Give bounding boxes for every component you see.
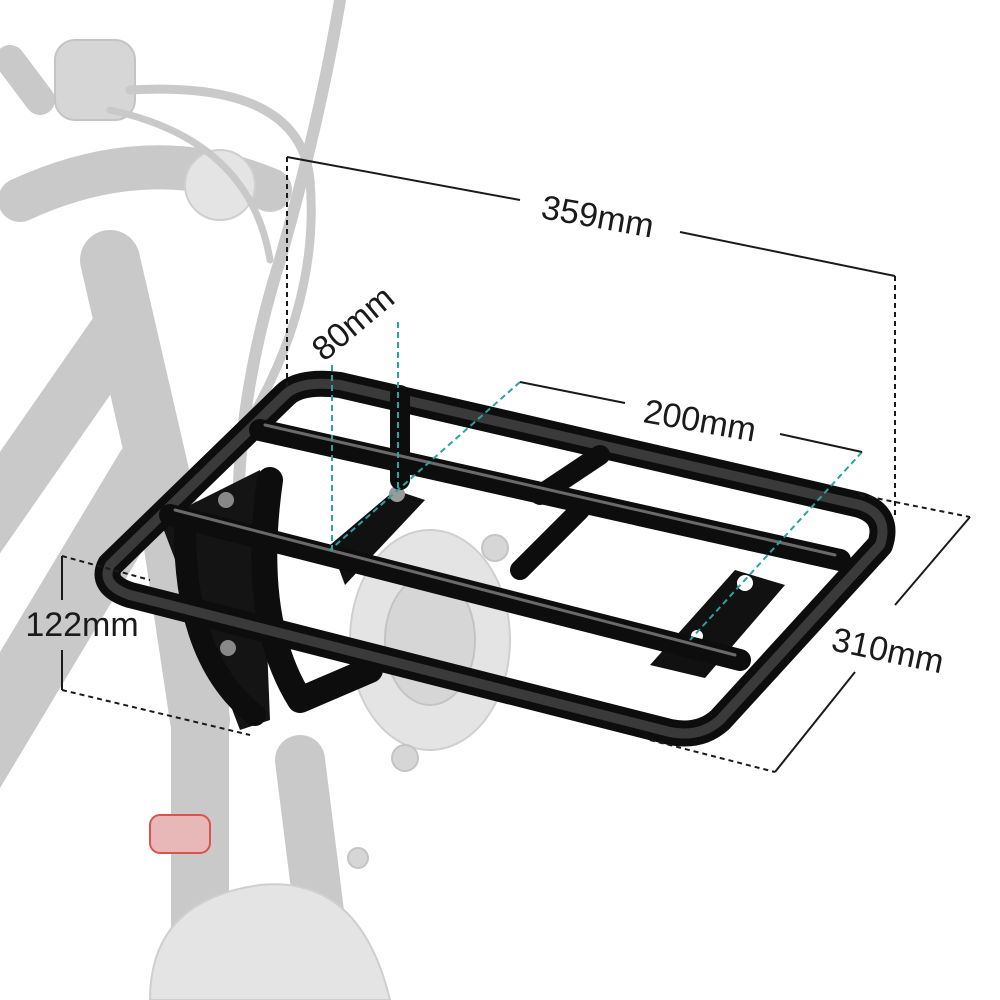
dim-80-label: 80mm — [305, 279, 402, 369]
dim-359-line-left — [286, 156, 521, 201]
dim-122-label: 122mm — [25, 606, 138, 644]
bike-cable-1 — [232, 0, 346, 566]
dim-310-ext-top — [859, 494, 971, 518]
rack-rail-front — [159, 504, 751, 671]
dim-310-line-bottom — [774, 671, 856, 773]
dim-122-ext-top — [61, 555, 151, 581]
bike-reflector — [149, 814, 211, 854]
dim-200-line-left — [519, 381, 626, 404]
dim-359-line-right — [679, 231, 896, 277]
rack-strut-front — [174, 519, 266, 726]
bike-cable-3 — [106, 106, 274, 264]
fender-bolt-icon — [347, 847, 369, 869]
bike-hub-bolt — [481, 534, 509, 562]
bike-fender — [148, 883, 392, 1000]
mount-hole-icon — [389, 486, 405, 502]
bike-brake-lever — [0, 45, 55, 115]
bike-hub-bolt — [391, 744, 419, 772]
dim-310-ext-bottom — [649, 739, 776, 773]
bolt-icon — [220, 640, 236, 656]
dim-359-label: 359mm — [539, 188, 657, 245]
bike-background — [0, 0, 511, 1000]
rack-outer-frame-highlight — [102, 378, 888, 739]
bike-top-tube — [0, 301, 149, 554]
bike-stem-cap — [184, 149, 256, 221]
dim-200-guide-left — [329, 381, 521, 551]
dim-310-line-top — [894, 516, 971, 606]
mount-hole-icon — [737, 575, 753, 591]
bike-cable-2 — [125, 84, 316, 425]
dim-200-label: 200mm — [641, 392, 759, 449]
bolt-icon — [218, 492, 234, 508]
bike-down-tube — [0, 435, 185, 789]
rack-strut — [251, 467, 383, 713]
dim-310-label: 310mm — [828, 621, 947, 682]
bike-display — [54, 39, 136, 121]
rack-platform — [94, 370, 896, 747]
rail-shine — [263, 423, 837, 557]
rail-shine — [173, 508, 737, 657]
dim-200-line-right — [779, 433, 863, 453]
rack-crossbar — [530, 445, 610, 505]
dim-200-guide-right — [689, 451, 863, 641]
rack-crossbar — [510, 500, 590, 580]
